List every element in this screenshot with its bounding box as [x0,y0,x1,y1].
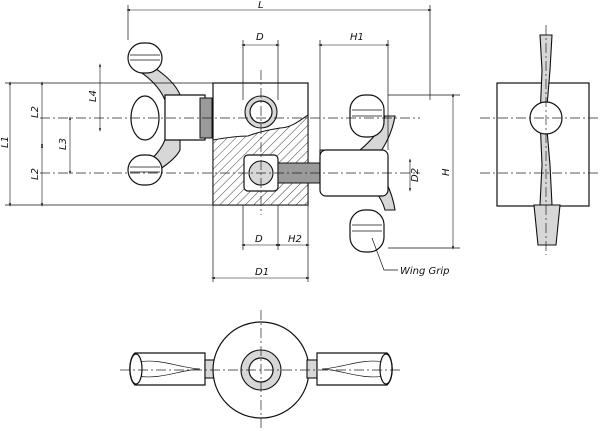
side-view [480,25,600,255]
clamp-body [212,82,309,206]
label-D1: D1 [255,267,269,278]
label-L3: L3 [58,138,69,150]
label-wing-grip: Wing Grip [400,266,450,277]
label-D2: D2 [410,168,421,182]
label-H1: H1 [350,32,364,43]
label-H2: H2 [288,234,302,245]
top-view [120,310,400,428]
label-L2-top: L2 [30,106,41,118]
label-D: D [256,32,264,43]
left-wing-grip [127,42,213,186]
label-D-bottom: D [255,234,263,245]
wing-grip-leader [371,237,398,271]
front-view: L D H1 L1 L2 L2 L3 L4 D2 H D H2 D1 Wing … [0,0,460,282]
label-H: H [441,168,452,176]
label-L1: L1 [0,136,11,148]
label-L: L [258,0,264,11]
label-L4: L4 [88,90,99,102]
label-L2-bottom: L2 [30,168,41,180]
right-wing-grip [277,94,396,253]
